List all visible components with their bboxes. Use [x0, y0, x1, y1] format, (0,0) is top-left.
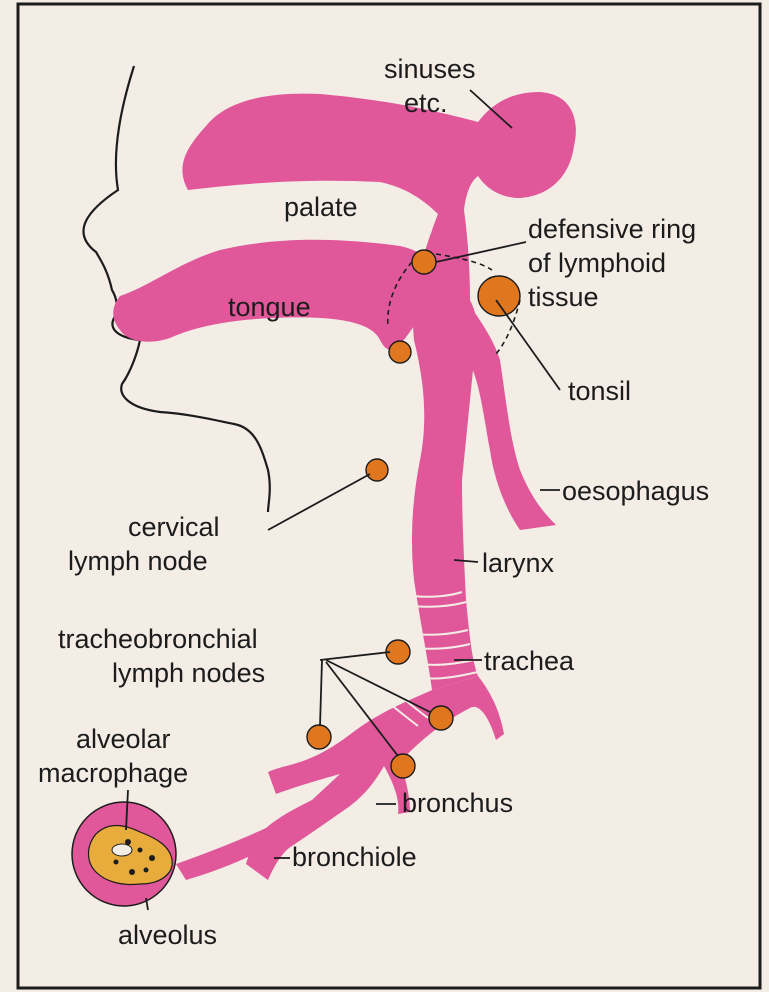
label-bronchus: bronchus — [402, 788, 513, 818]
label-cervical: cervical — [128, 512, 220, 542]
tracheobronchial-node-3 — [429, 706, 453, 730]
tonsil-node — [478, 276, 520, 316]
label-larynx: larynx — [482, 548, 555, 578]
label-bronchiole: bronchiole — [292, 842, 417, 872]
label-oesophagus: oesophagus — [562, 476, 709, 506]
label-lymph-node: lymph node — [68, 546, 208, 576]
tracheobronchial-node-2 — [307, 725, 331, 749]
label-alveolar: alveolar — [76, 724, 171, 754]
tracheobronchial-node-4 — [391, 754, 415, 778]
label-macrophage: macrophage — [38, 758, 188, 788]
label-defensive-ring-2: of lymphoid — [528, 248, 666, 278]
label-tongue: tongue — [228, 292, 311, 322]
label-tracheobronchial: tracheobronchial — [58, 624, 258, 654]
label-sinuses-etc: etc. — [404, 88, 448, 118]
cervical-lymph-node — [366, 459, 388, 481]
label-alveolus: alveolus — [118, 920, 217, 950]
label-defensive-ring-3: tissue — [528, 282, 599, 312]
label-tonsil: tonsil — [568, 376, 631, 406]
label-palate: palate — [284, 192, 358, 222]
label-lymph-nodes: lymph nodes — [112, 658, 265, 688]
label-sinuses: sinuses — [384, 54, 476, 84]
label-trachea: trachea — [484, 646, 575, 676]
label-defensive-ring-1: defensive ring — [528, 214, 696, 244]
macrophage-vacuole — [112, 844, 132, 856]
lingual-node — [389, 341, 411, 363]
adenoid-node — [412, 250, 436, 274]
